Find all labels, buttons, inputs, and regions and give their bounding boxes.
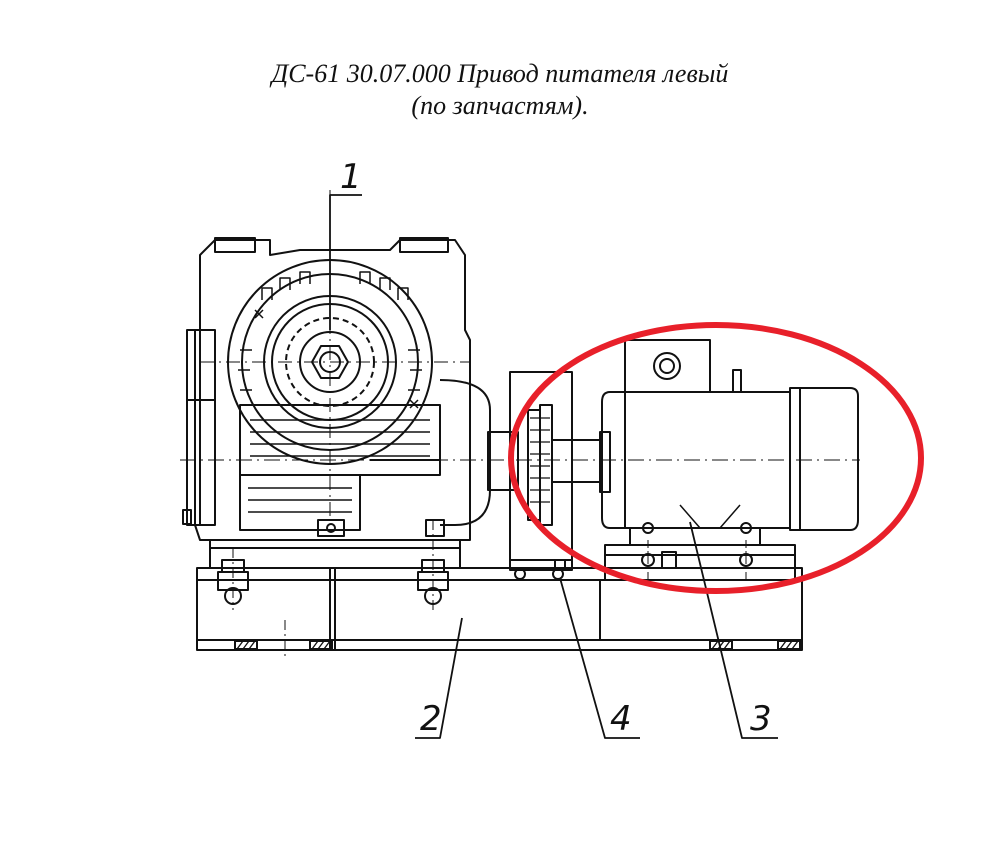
drawing-title: ДС-61 30.07.000 Привод питателя левый (п… (0, 58, 1000, 122)
worm-gear-reducer (180, 190, 860, 541)
leader-lines (329, 194, 778, 739)
base-bolts (217, 520, 449, 610)
title-line-1: ДС-61 30.07.000 Привод питателя левый (271, 59, 729, 88)
electric-motor (601, 339, 859, 581)
callout-3: 3 (750, 699, 772, 739)
highlight-ellipse (508, 322, 924, 594)
callout-1: 1 (340, 157, 362, 197)
base-frame (196, 567, 803, 660)
coupling (487, 371, 611, 580)
title-line-2: (по запчастям). (411, 91, 589, 120)
callout-2: 2 (420, 699, 442, 739)
callout-4: 4 (610, 699, 632, 739)
